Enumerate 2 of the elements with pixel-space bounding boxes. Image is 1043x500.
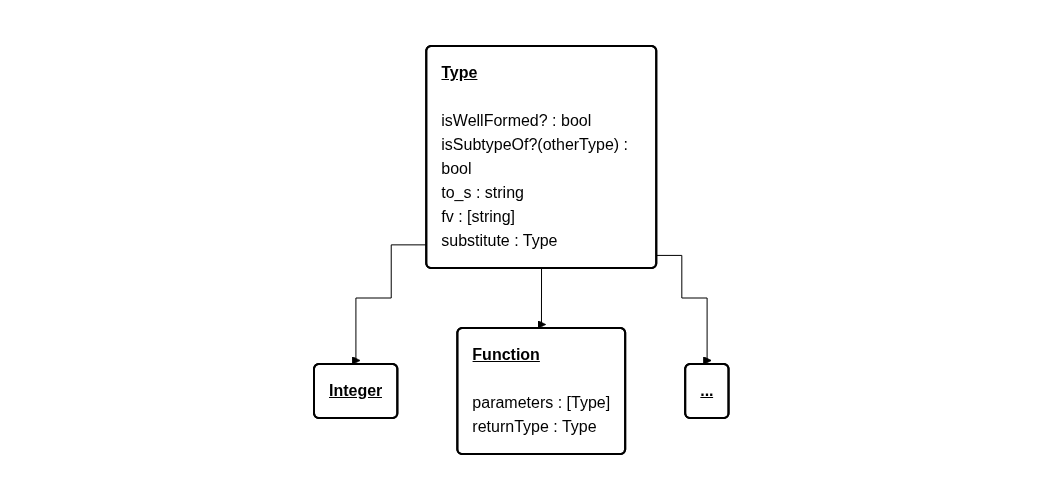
arrow bbox=[656, 254, 712, 365]
arrow bbox=[537, 268, 547, 329]
